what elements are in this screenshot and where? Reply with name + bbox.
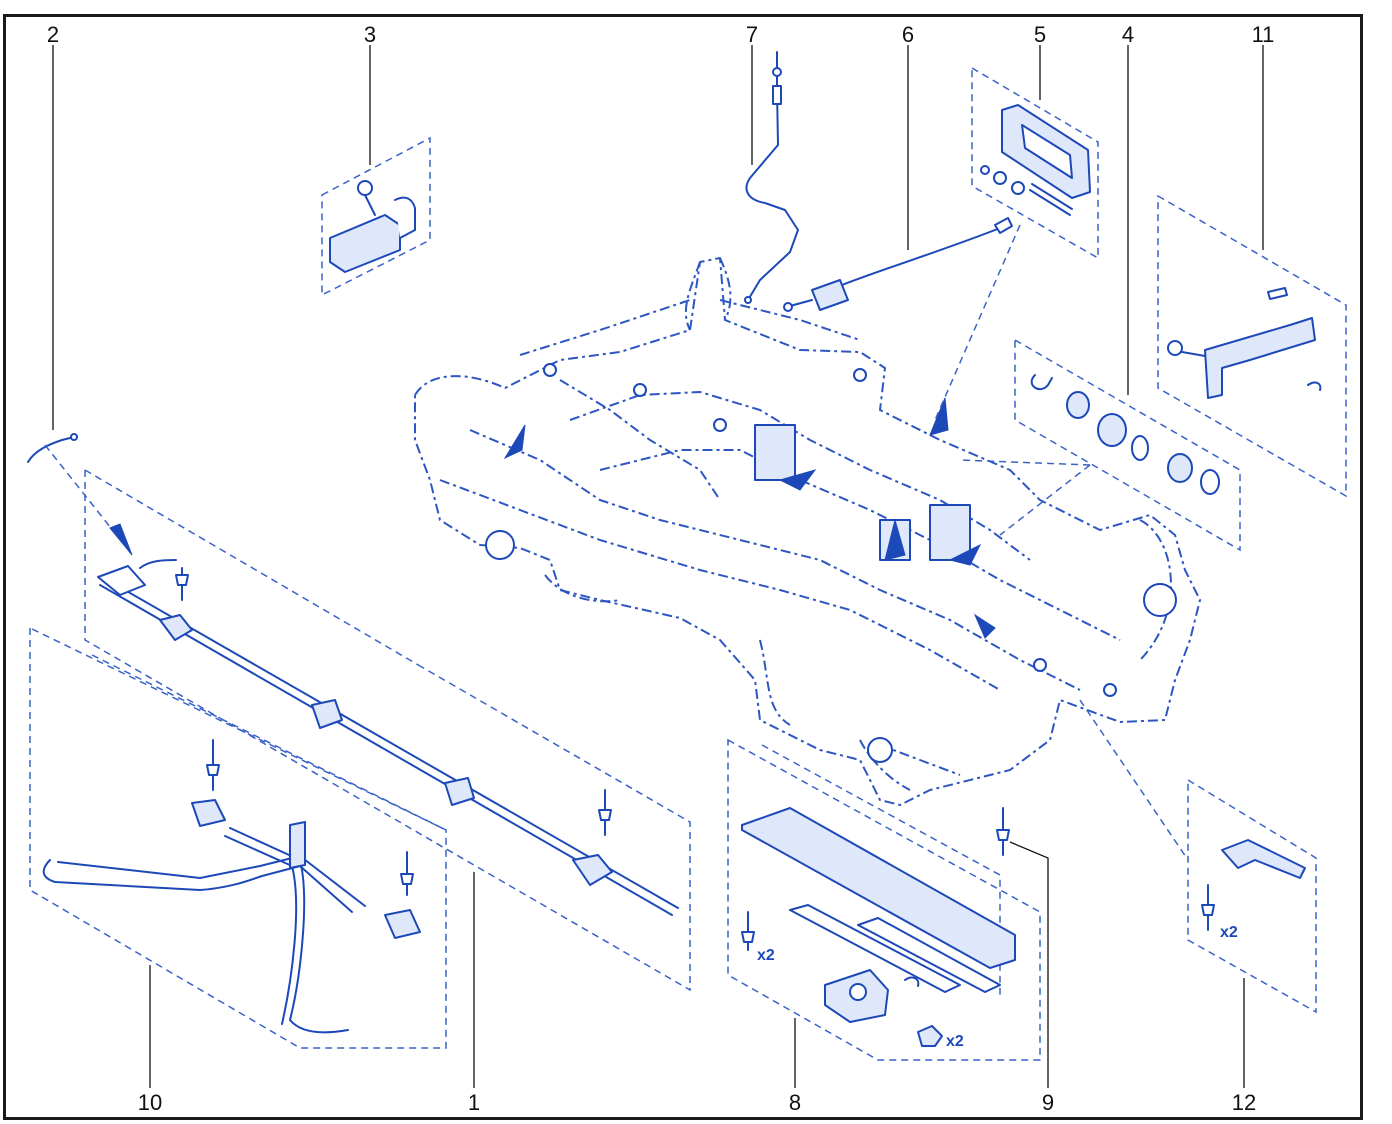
callout-4: 4 xyxy=(1122,22,1134,47)
part-7-cable xyxy=(744,51,799,304)
part-9-pin xyxy=(996,807,1010,856)
part-11-bracket xyxy=(1157,194,1347,498)
qty-part-8-fastener: x2 xyxy=(757,947,775,964)
callout-leaders xyxy=(52,45,1264,1088)
diagram-frame xyxy=(3,14,1363,1120)
part-4-bearing-kit xyxy=(959,338,1241,552)
callout-12: 12 xyxy=(1232,1090,1256,1115)
qty-part-8-nut: x2 xyxy=(946,1033,964,1050)
callout-10: 10 xyxy=(138,1090,162,1115)
callout-3: 3 xyxy=(364,22,376,47)
part-6-cable xyxy=(783,217,1021,421)
part-1-rod-assembly xyxy=(84,469,691,992)
part-10-tube-bracket xyxy=(29,627,447,1049)
part-2-clip xyxy=(27,433,133,556)
part-5-handle xyxy=(971,66,1099,260)
callout-1: 1 xyxy=(468,1090,480,1115)
quantity-labels: x2 x2 x2 xyxy=(757,924,1238,1050)
callout-8: 8 xyxy=(789,1090,801,1115)
part-12-plate xyxy=(1079,699,1317,1014)
qty-part-12-fastener: x2 xyxy=(1220,924,1238,941)
callout-6: 6 xyxy=(902,22,914,47)
callout-5: 5 xyxy=(1034,22,1046,47)
part-3-handle xyxy=(321,136,431,297)
callout-9: 9 xyxy=(1042,1090,1054,1115)
part-8-track-cover xyxy=(727,738,1041,1061)
callout-7: 7 xyxy=(746,22,758,47)
callout-11: 11 xyxy=(1252,22,1275,47)
seat-frame-assembly xyxy=(414,257,1201,806)
callout-numbers: 2 3 7 6 5 4 11 10 1 8 9 12 xyxy=(47,22,1275,1115)
callout-2: 2 xyxy=(47,22,59,47)
